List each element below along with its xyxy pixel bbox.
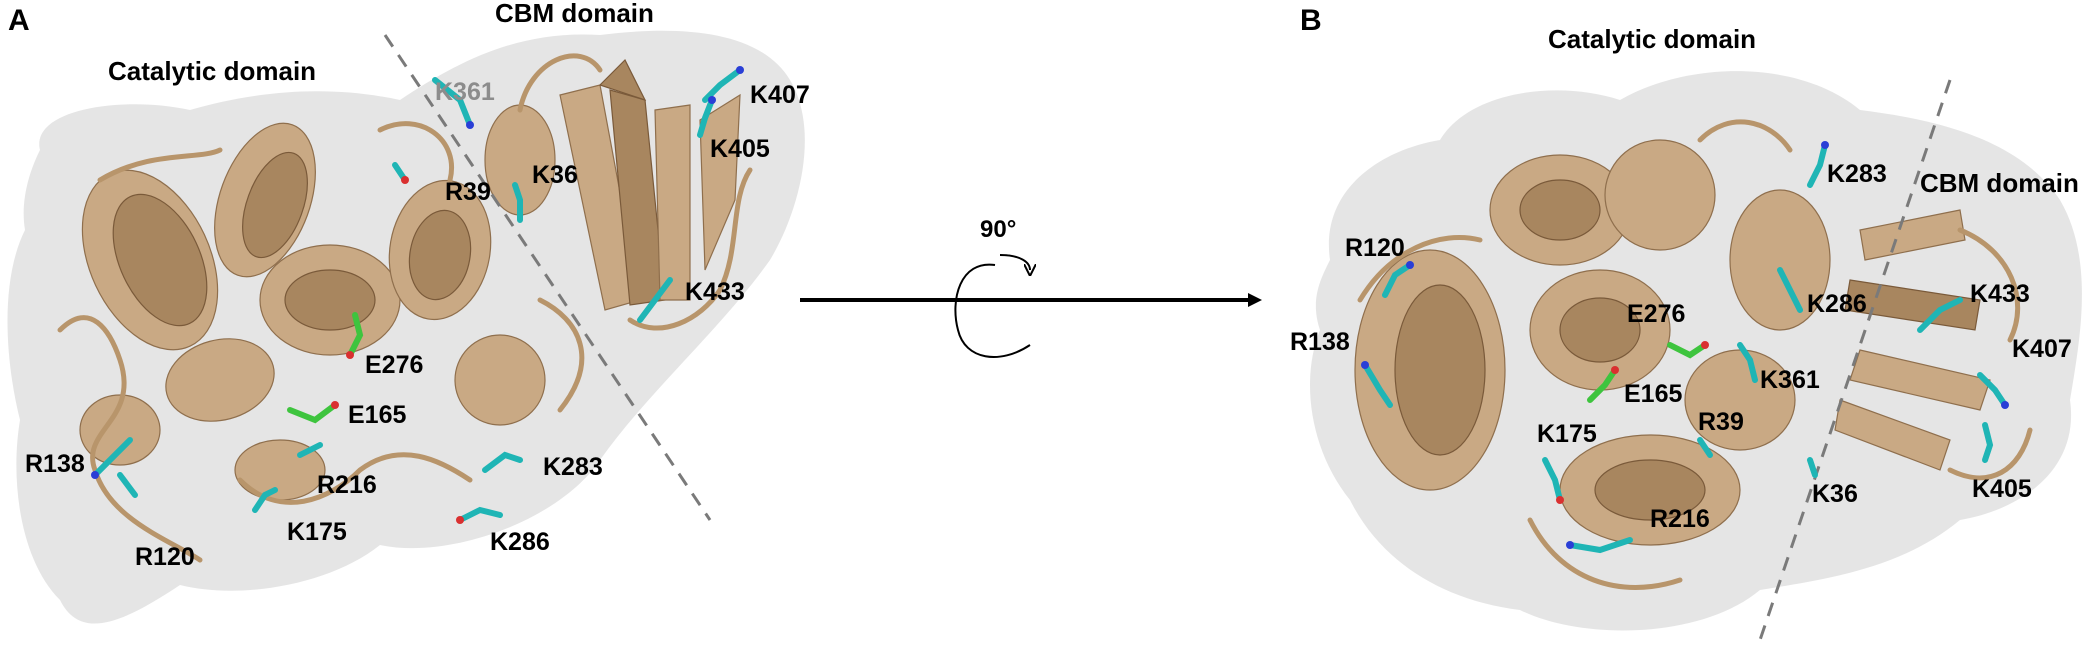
- sidechain-k36-a: [512, 182, 523, 223]
- residue-label-k286-b: K286: [1807, 290, 1867, 318]
- sidechain-k407-b: [1977, 372, 2008, 408]
- sidechain-k175-b: [1542, 457, 1563, 503]
- residue-label-e276-a: E276: [365, 351, 423, 379]
- residue-label-r138-b: R138: [1290, 328, 1350, 356]
- sidechain-k405-a: [697, 97, 715, 138]
- sidechain-r138-b: [1362, 362, 1393, 408]
- sidechain-r216-b: [1567, 537, 1633, 554]
- sidechain-k361-b: [1737, 342, 1758, 383]
- residue-label-k36-a: K36: [532, 161, 578, 189]
- panel-a: A: [7, 0, 810, 624]
- residue-label-k407-a: K407: [750, 81, 810, 109]
- cbm-domain-label-a: CBM domain: [495, 0, 654, 28]
- sidechain-r216-a: [297, 442, 323, 458]
- residue-label-k361-a: K361: [435, 78, 495, 106]
- residue-label-r120-a: R120: [135, 543, 195, 571]
- residue-label-k407-b: K407: [2012, 335, 2072, 363]
- panel-letter-b: B: [1300, 4, 1322, 37]
- residue-label-k286-a: K286: [490, 528, 550, 556]
- sidechain-k283-a: [482, 451, 523, 473]
- sidechain-k407-a: [702, 67, 743, 103]
- sidechains-a: [91, 66, 744, 524]
- residue-label-e165-b: E165: [1624, 380, 1682, 408]
- catalytic-domain-label-b: Catalytic domain: [1548, 24, 1756, 54]
- residue-label-k175-b: K175: [1537, 420, 1597, 448]
- sidechain-e165-a: [287, 402, 338, 424]
- residue-label-k405-a: K405: [710, 135, 770, 163]
- sidechain-k175-a: [252, 487, 278, 513]
- residue-label-k283-b: K283: [1827, 160, 1887, 188]
- catalytic-domain-label-a: Catalytic domain: [108, 56, 316, 86]
- residue-label-e165-a: E165: [348, 401, 406, 429]
- catalytic-domain-cartoon-b: [1354, 119, 1831, 590]
- sidechain-k36-b: [1807, 457, 1818, 478]
- panel-letter-a: A: [8, 4, 30, 37]
- rotation-indicator: 90°: [800, 216, 1262, 358]
- sidechain-e276-b: [1667, 342, 1708, 359]
- residue-label-k175-a: K175: [287, 518, 347, 546]
- residue-label-k283-a: K283: [543, 453, 603, 481]
- sidechain-k433-b: [1917, 297, 1963, 333]
- cbm-domain-cartoon-a: [484, 53, 753, 331]
- residue-label-k433-b: K433: [1970, 280, 2030, 308]
- sidechain-k361-a: [432, 77, 473, 128]
- sidechain-r120-b: [1382, 262, 1413, 298]
- residue-label-r138-a: R138: [25, 450, 85, 478]
- residue-label-r39-b: R39: [1698, 408, 1744, 436]
- residue-label-r120-b: R120: [1345, 234, 1405, 262]
- sidechain-k283-b: [1807, 142, 1828, 188]
- rotation-angle-label: 90°: [980, 216, 1016, 243]
- sidechain-r120-a: [117, 472, 138, 498]
- residue-label-r39-a: R39: [445, 178, 491, 206]
- residue-label-r216-b: R216: [1650, 505, 1710, 533]
- residue-label-k361-b: K361: [1760, 366, 1820, 394]
- catalytic-domain-cartoon-a: [57, 121, 585, 563]
- sidechain-k433-a: [637, 277, 673, 323]
- sidechain-r39-b: [1697, 437, 1713, 458]
- rotation-curl-icon: [999, 254, 1030, 270]
- sidechain-e276-a: [347, 312, 364, 358]
- residue-label-k433-a: K433: [685, 278, 745, 306]
- domain-divider-b: [1758, 79, 1952, 641]
- sidechain-k286-b: [1777, 267, 1803, 313]
- sidechain-k286-a: [457, 506, 503, 523]
- sidechains-b: [1361, 141, 2009, 554]
- residue-label-k36-b: K36: [1812, 480, 1858, 508]
- domain-divider-a: [383, 34, 712, 521]
- sidechain-k405-b: [1982, 422, 1994, 463]
- cbm-domain-label-b: CBM domain: [1920, 168, 2079, 198]
- panel-b: B: [1290, 4, 2082, 641]
- residue-label-k405-b: K405: [1972, 475, 2032, 503]
- sidechain-r138-a: [92, 437, 133, 478]
- residue-label-e276-b: E276: [1627, 300, 1685, 328]
- sidechain-e165-b: [1587, 367, 1618, 403]
- residue-label-r216-a: R216: [317, 471, 377, 499]
